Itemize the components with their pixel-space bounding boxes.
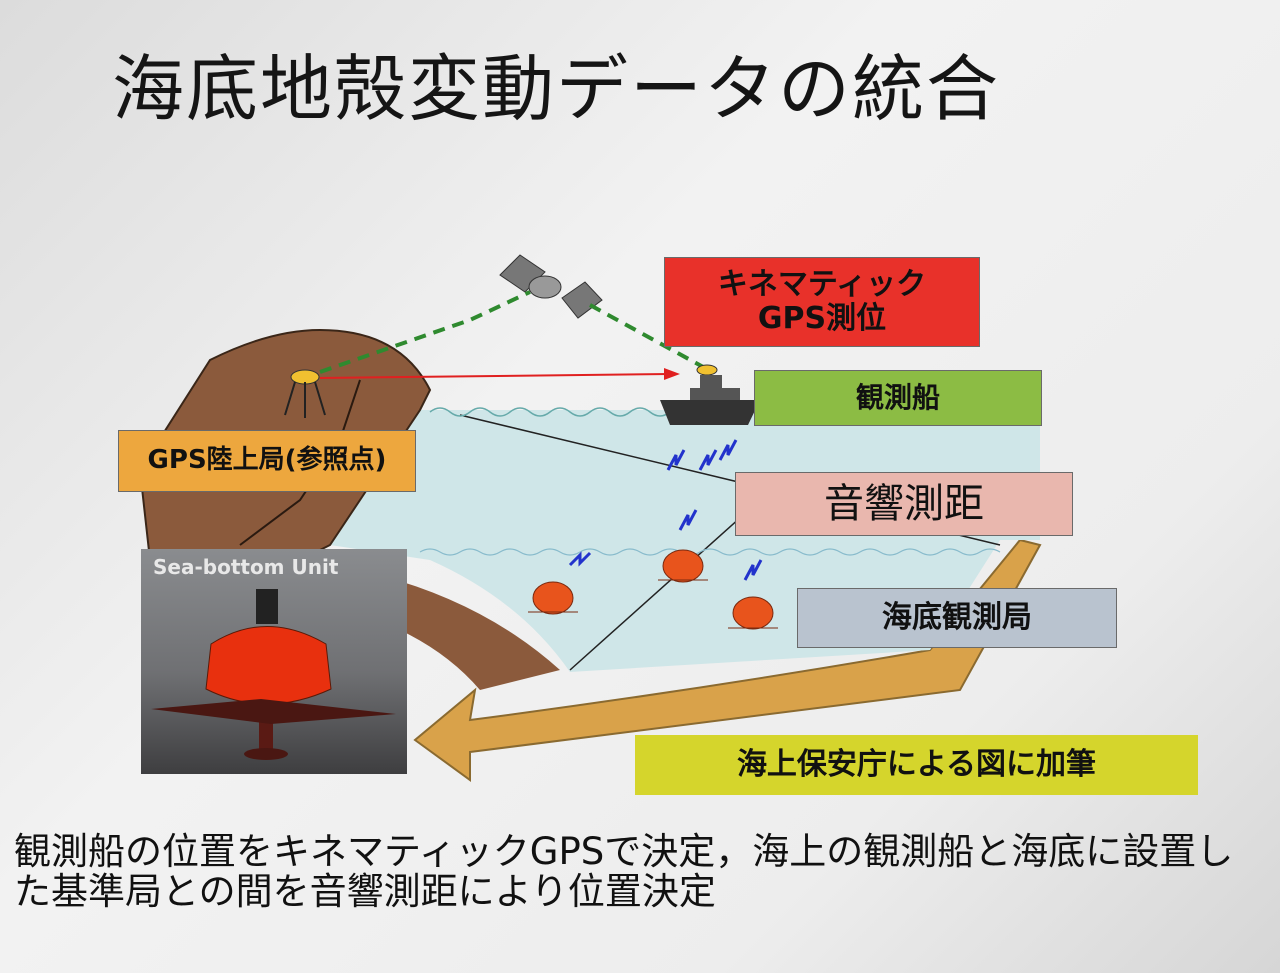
sea-bottom-unit-icon bbox=[151, 589, 396, 760]
seafloor-station-label: 海底観測局 bbox=[797, 588, 1117, 648]
ship-icon bbox=[660, 364, 760, 425]
seafloor-unit-icons bbox=[528, 549, 778, 630]
baseline-arrow bbox=[319, 373, 671, 379]
sea-bottom-unit-photo: Sea-bottom Unit bbox=[141, 549, 407, 774]
kinematic-gps-line1: キネマティック bbox=[717, 266, 927, 302]
gps-antenna-icon bbox=[284, 369, 326, 418]
subducting-plate-arrow bbox=[413, 538, 1042, 782]
gps-link-land bbox=[319, 290, 531, 374]
photo-label: Sea-bottom Unit bbox=[153, 555, 339, 579]
page-title: 海底地殻変動データの統合 bbox=[112, 47, 1001, 131]
gps-land-station-label: GPS陸上局(参照点) bbox=[118, 430, 416, 492]
survey-ship-label: 観測船 bbox=[754, 370, 1042, 426]
satellite-icon bbox=[499, 254, 603, 319]
acoustic-signal-icons bbox=[568, 439, 763, 581]
kinematic-gps-line2: GPS測位 bbox=[757, 301, 887, 336]
kinematic-gps-label: キネマティック GPS測位 bbox=[664, 257, 980, 347]
caption-text: 観測船の位置をキネマティックGPSで決定，海上の観測船と海底に設置した基準局との… bbox=[14, 830, 1234, 913]
gps-link-ship bbox=[589, 303, 706, 370]
credit-label: 海上保安庁による図に加筆 bbox=[635, 735, 1198, 795]
acoustic-ranging-label: 音響測距 bbox=[735, 472, 1073, 536]
